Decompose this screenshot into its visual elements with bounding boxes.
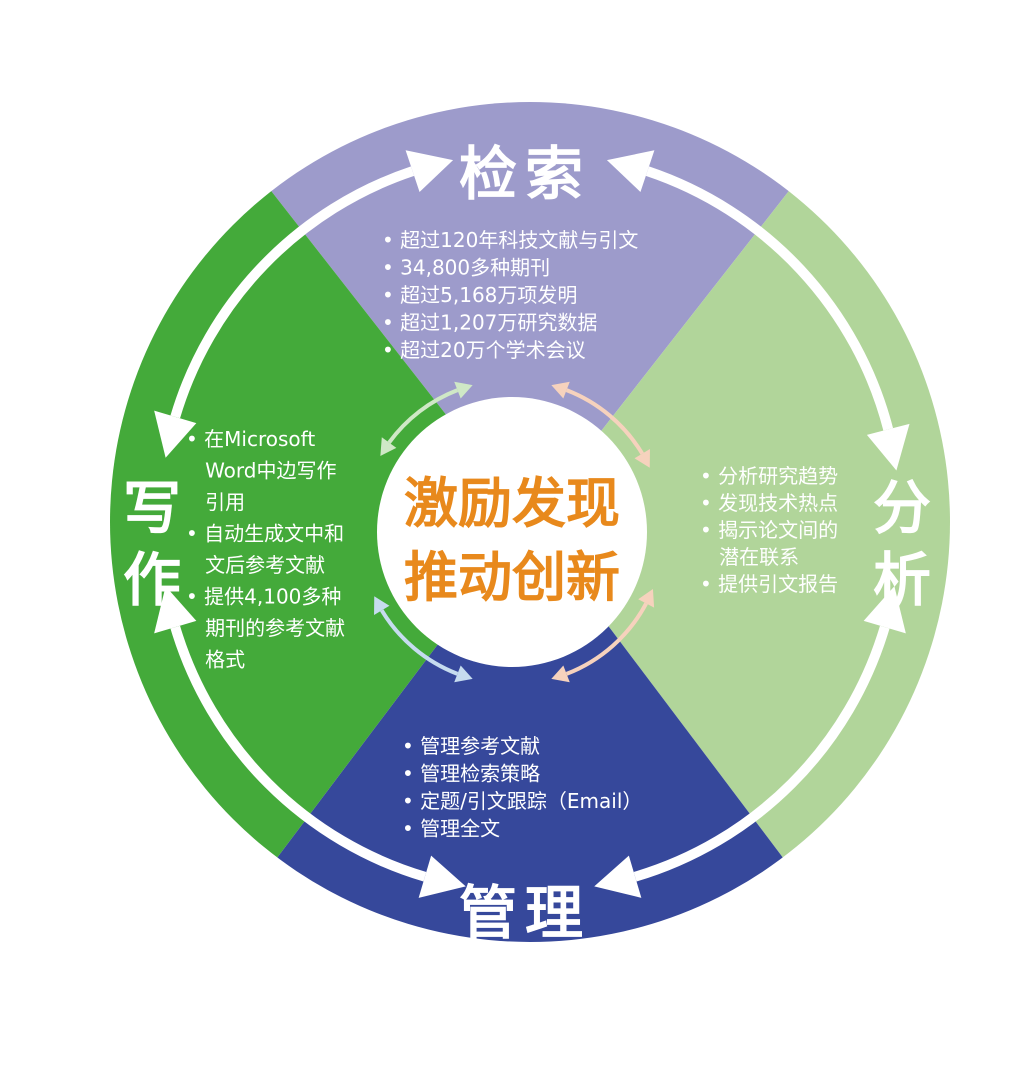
write-item: 期刊的参考文献 bbox=[186, 616, 345, 640]
quadrant-left-title-char-2: 作 bbox=[123, 546, 181, 614]
search-item: • 超过20万个学术会议 bbox=[382, 338, 586, 362]
quadrant-right-analysis bbox=[530, 102, 950, 942]
inner-cycle-arrows bbox=[374, 381, 655, 683]
write-item: 文后参考文献 bbox=[186, 553, 325, 577]
search-item: • 超过5,168万项发明 bbox=[382, 283, 577, 307]
quadrant-right-title-char-2: 析 bbox=[873, 546, 931, 614]
outer-arrow-top-right-head bbox=[866, 423, 910, 471]
analysis-item: • 分析研究趋势 bbox=[700, 464, 838, 488]
inner-arrow-bottom-left bbox=[374, 596, 473, 683]
analysis-item: • 揭示论文间的 bbox=[700, 518, 838, 542]
write-item: • 自动生成文中和 bbox=[186, 522, 344, 546]
outer-arrow-bottom-right-shaft bbox=[633, 625, 890, 882]
inner-arrow-bottom-left-shaft bbox=[380, 609, 459, 676]
outer-arrow-top-left bbox=[154, 150, 454, 458]
quadrant-left-list: • 在Microsoft Word中边写作 引用 • 自动生成文中和 文后参考文献… bbox=[186, 427, 345, 672]
outer-arrow-bottom-left bbox=[154, 586, 466, 898]
search-item: • 34,800多种期刊 bbox=[382, 256, 550, 280]
analysis-item: 潜在联系 bbox=[700, 545, 799, 569]
inner-arrow-top-right-head bbox=[634, 449, 650, 468]
inner-arrow-top-right bbox=[551, 381, 650, 468]
write-item: 格式 bbox=[186, 648, 245, 672]
inner-arrow-top-left bbox=[380, 381, 473, 456]
outer-arrow-bottom-right-head bbox=[594, 855, 642, 898]
manage-item: • 管理全文 bbox=[402, 817, 500, 841]
manage-item: • 定题/引文跟踪（Email） bbox=[402, 789, 642, 813]
outer-arrow-bottom-right-head bbox=[863, 586, 906, 634]
quadrant-top-search bbox=[200, 102, 860, 522]
analysis-item: • 发现技术热点 bbox=[700, 491, 838, 515]
search-item: • 超过1,207万研究数据 bbox=[382, 311, 597, 335]
outer-arrow-top-right-head bbox=[606, 150, 655, 192]
quadrant-top-title: 检索 bbox=[459, 140, 591, 208]
outer-arrow-top-right bbox=[606, 150, 910, 471]
quadrant-bottom-list: • 管理参考文献 • 管理检索策略 • 定题/引文跟踪（Email） • 管理全文 bbox=[402, 734, 642, 841]
manage-item: • 管理检索策略 bbox=[402, 762, 540, 786]
search-item: • 超过120年科技文献与引文 bbox=[382, 228, 638, 252]
inner-arrow-top-right-head bbox=[551, 381, 570, 399]
write-item: 引用 bbox=[186, 490, 245, 514]
inner-arrow-bottom-right bbox=[551, 588, 655, 683]
outer-cycle-arrows bbox=[154, 150, 910, 898]
inner-arrow-bottom-right-head bbox=[638, 588, 655, 608]
inner-arrow-bottom-right-shaft bbox=[565, 602, 648, 676]
write-item: • 在Microsoft bbox=[186, 427, 315, 451]
inner-arrow-bottom-right-head bbox=[551, 665, 570, 683]
outer-arrow-top-left-head bbox=[154, 410, 197, 458]
quadrant-right-list: • 分析研究趋势 • 发现技术热点 • 揭示论文间的 潜在联系 • 提供引文报告 bbox=[700, 464, 838, 596]
outer-arrow-bottom-left-shaft bbox=[170, 625, 427, 882]
manage-item: • 管理参考文献 bbox=[402, 734, 540, 758]
inner-arrow-top-left-head bbox=[454, 381, 473, 399]
outer-arrow-bottom-right bbox=[594, 586, 906, 898]
outer-arrow-bottom-left-head bbox=[418, 855, 466, 898]
quadrant-top-list: • 超过120年科技文献与引文 • 34,800多种期刊 • 超过5,168万项发明… bbox=[382, 228, 638, 362]
write-item: • 提供4,100多种 bbox=[186, 585, 341, 609]
quadrant-left-title-char-1: 写 bbox=[123, 474, 181, 542]
center-slogan-line-1: 激励发现 bbox=[404, 472, 620, 535]
center-circle bbox=[377, 397, 647, 667]
quadrant-right-title-char-1: 分 bbox=[873, 474, 931, 542]
inner-arrow-top-left-head bbox=[380, 437, 397, 456]
quadrant-left-write bbox=[110, 102, 530, 942]
outer-arrow-bottom-left-head bbox=[154, 586, 197, 634]
analysis-item: • 提供引文报告 bbox=[700, 572, 838, 596]
outer-arrow-top-left-head bbox=[405, 150, 454, 192]
quadrant-bottom-title: 管理 bbox=[459, 879, 591, 947]
inner-arrow-bottom-left-head bbox=[454, 665, 473, 683]
center-slogan-line-2: 推动创新 bbox=[404, 546, 620, 609]
inner-arrow-top-right-shaft bbox=[565, 388, 644, 455]
outer-arrow-top-left-shaft bbox=[170, 166, 415, 419]
write-item: Word中边写作 bbox=[186, 459, 336, 483]
inner-arrow-top-left-shaft bbox=[387, 388, 459, 444]
inner-arrow-bottom-left-head bbox=[374, 596, 390, 615]
outer-arrow-top-right-shaft bbox=[645, 166, 894, 431]
